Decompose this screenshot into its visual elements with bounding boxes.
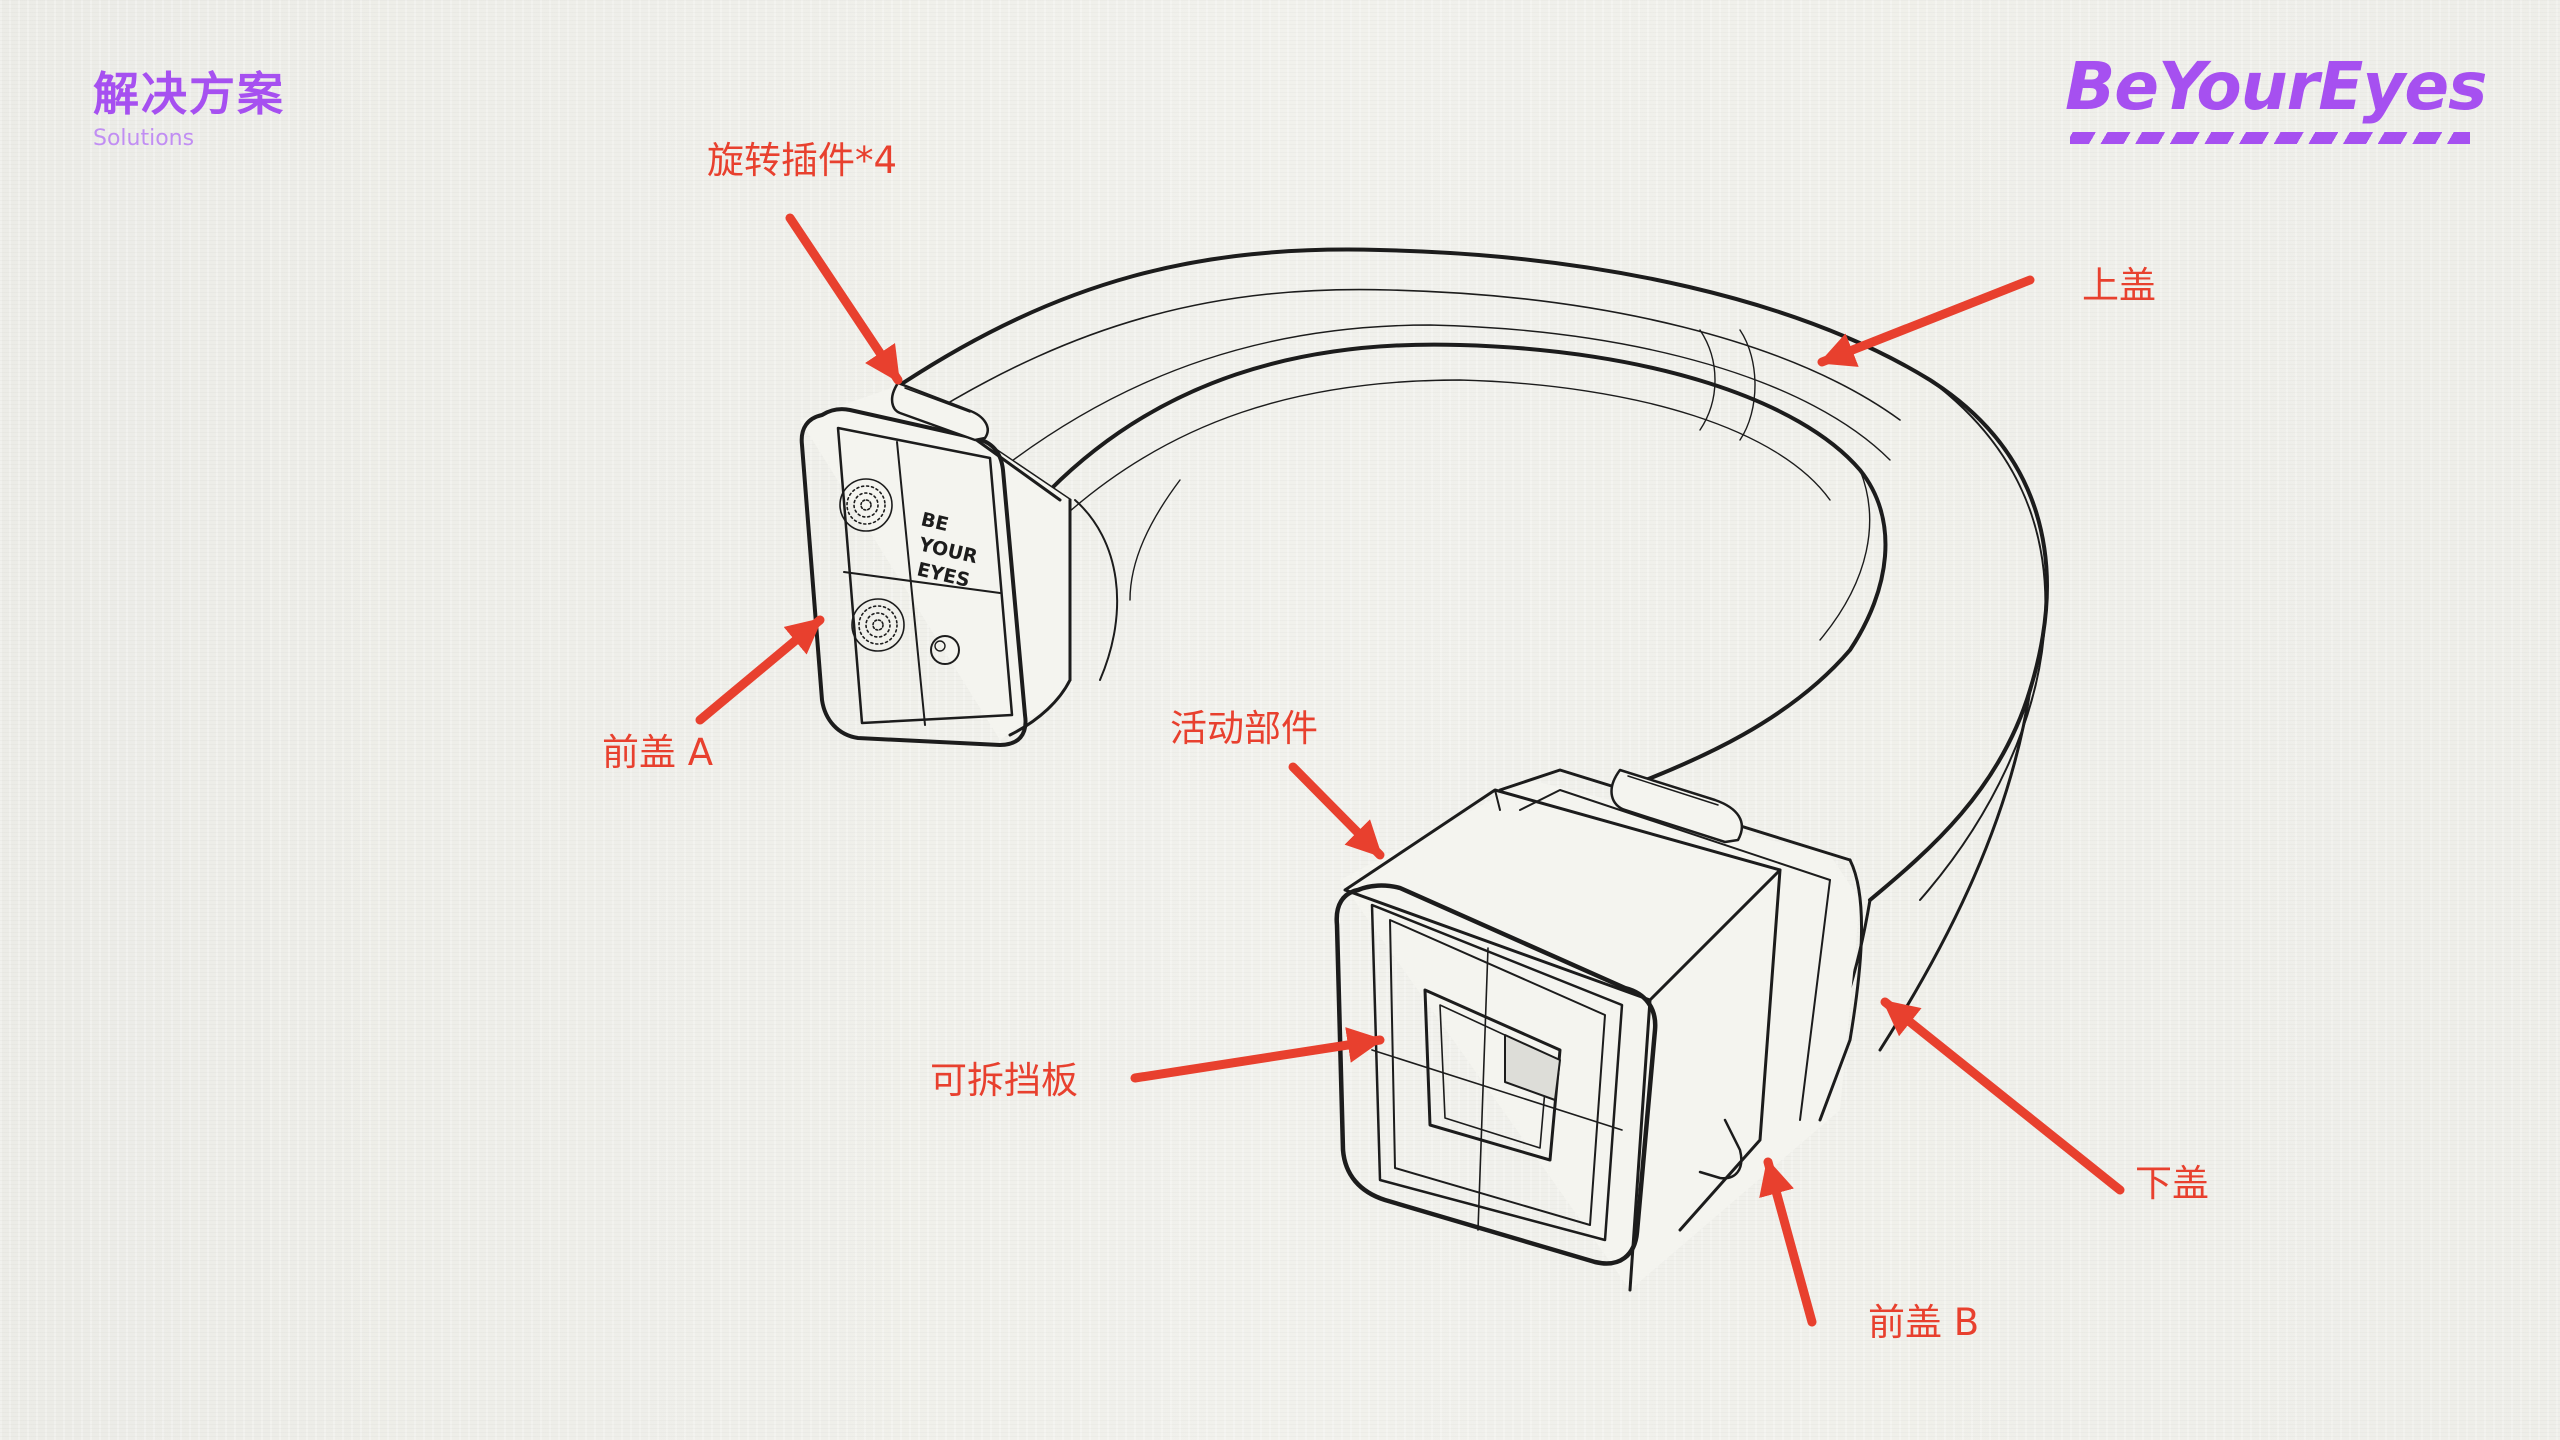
arrow-front-cover-b bbox=[1759, 1157, 1817, 1327]
callout-front-cover-a: 前盖 A bbox=[602, 731, 714, 774]
callout-arrows bbox=[695, 213, 2125, 1327]
callout-bottom-cover: 下盖 bbox=[2135, 1162, 2209, 1205]
arrow-moving-part bbox=[1288, 762, 1385, 860]
left-module bbox=[799, 381, 1072, 747]
arrow-top-cover bbox=[1817, 275, 2035, 367]
callout-rotating-plugin: 旋转插件*4 bbox=[707, 139, 898, 182]
arrow-bottom-cover bbox=[1880, 997, 2125, 1195]
arrow-front-cover-a bbox=[695, 615, 825, 725]
brand-stripes-decoration bbox=[2070, 132, 2470, 144]
arrow-removable-shield bbox=[1130, 1027, 1385, 1083]
right-module bbox=[1334, 768, 1864, 1292]
page-title: 解决方案 bbox=[93, 67, 285, 121]
brand-logo: BeYourEyes bbox=[2065, 48, 2487, 148]
callout-front-cover-b: 前盖 B bbox=[1868, 1301, 1980, 1344]
callout-top-cover: 上盖 bbox=[2082, 264, 2156, 307]
arrow-rotating-plugin bbox=[785, 213, 903, 385]
brand-name: BeYourEyes bbox=[2065, 48, 2487, 125]
callout-moving-part: 活动部件 bbox=[1170, 707, 1318, 750]
callout-removable-shield: 可拆挡板 bbox=[930, 1059, 1078, 1102]
page-subtitle: Solutions bbox=[93, 126, 195, 151]
